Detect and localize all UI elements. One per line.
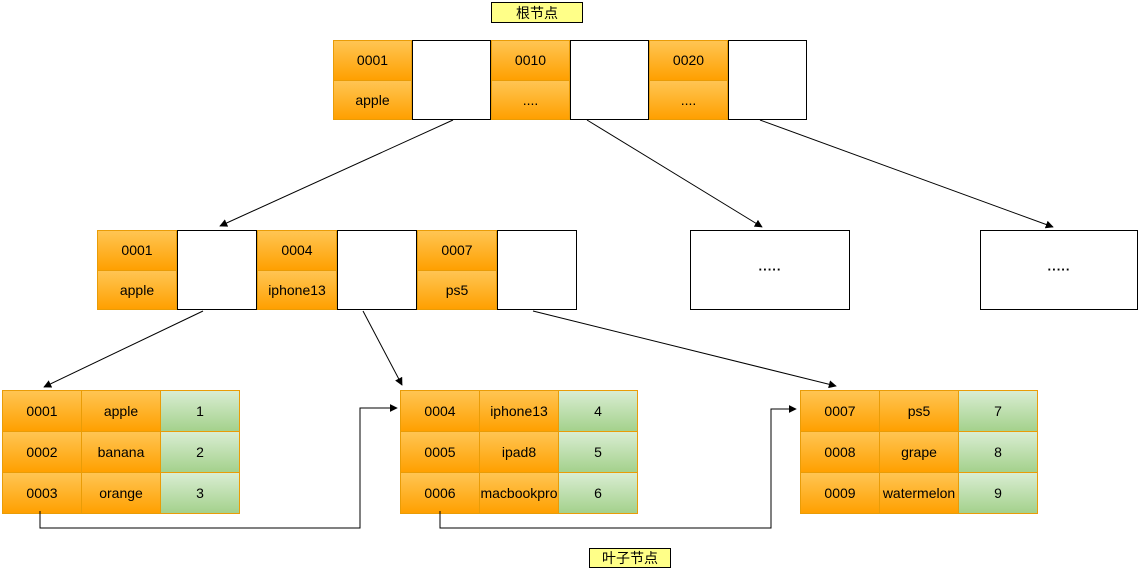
leaf-num-cell: 6 [559,473,637,513]
key-cell: 0001 [334,41,411,80]
root-entry: 0001 apple [333,40,412,120]
pointer-cell [412,40,491,120]
leaf-id-cell: 0005 [401,432,479,472]
leaf-num-cell: 2 [161,432,239,472]
leaf-id-cell: 0009 [801,473,879,513]
leaf-num-cell: 5 [559,432,637,472]
leaf-node-2: 0004 iphone13 4 0005 ipad8 5 0006 macboo… [400,390,638,514]
pointer-cell [497,230,577,310]
leaf-id-cell: 0006 [401,473,479,513]
arrow-root-to-internal [219,119,454,227]
leaf-id-cell: 0008 [801,432,879,472]
leaf-id-cell: 0003 [3,473,81,513]
value-cell: .... [492,80,569,119]
leaf-node-1: 0001 apple 1 0002 banana 2 0003 orange 3 [2,390,240,514]
leaf-name-cell: orange [82,473,160,513]
arrow-root-to-collapsed-1 [586,119,763,228]
value-cell: apple [334,80,411,119]
root-entry: 0020 .... [649,40,728,120]
arrow-internal-to-leaf-2 [362,310,403,386]
leaf-id-cell: 0004 [401,391,479,431]
leaf-num-cell: 8 [959,432,1037,472]
internal-node: 0001 apple 0004 iphone13 0007 ps5 [97,230,577,310]
leaf-name-cell: watermelon [880,473,958,513]
leaf-num-cell: 3 [161,473,239,513]
pointer-cell [728,40,807,120]
leaf-id-cell: 0002 [3,432,81,472]
leaf-name-cell: banana [82,432,160,472]
leaf-num-cell: 9 [959,473,1037,513]
key-cell: 0007 [418,231,496,270]
pointer-cell [570,40,649,120]
leaf-node-3: 0007 ps5 7 0008 grape 8 0009 watermelon … [800,390,1038,514]
internal-entry: 0007 ps5 [417,230,497,310]
leaf-name-cell: macbookpro [480,473,558,513]
arrow-root-to-collapsed-2 [759,119,1054,229]
leaf-num-cell: 7 [959,391,1037,431]
collapsed-node: ..... [980,230,1138,310]
leaf-name-cell: iphone13 [480,391,558,431]
leaf-name-cell: ipad8 [480,432,558,472]
value-cell: .... [650,80,727,119]
leaf-name-cell: grape [880,432,958,472]
leaf-id-cell: 0001 [3,391,81,431]
leaf-name-cell: apple [82,391,160,431]
arrow-internal-to-leaf-3 [532,310,837,389]
collapsed-node-text: ..... [758,258,782,273]
root-node: 0001 apple 0010 .... 0020 .... [333,40,807,120]
value-cell: apple [98,270,176,309]
leaf-num-cell: 4 [559,391,637,431]
leaf-id-cell: 0007 [801,391,879,431]
arrow-internal-to-leaf-1 [43,310,204,388]
root-node-label: 根节点 [491,2,583,23]
leaf-num-cell: 1 [161,391,239,431]
leaf-node-label: 叶子节点 [589,548,671,568]
value-cell: ps5 [418,270,496,309]
collapsed-node: ..... [690,230,850,310]
key-cell: 0020 [650,41,727,80]
internal-entry: 0001 apple [97,230,177,310]
pointer-cell [177,230,257,310]
internal-entry: 0004 iphone13 [257,230,337,310]
collapsed-node-text: ..... [1047,258,1071,273]
pointer-cell [337,230,417,310]
key-cell: 0010 [492,41,569,80]
leaf-name-cell: ps5 [880,391,958,431]
key-cell: 0001 [98,231,176,270]
value-cell: iphone13 [258,270,336,309]
root-entry: 0010 .... [491,40,570,120]
key-cell: 0004 [258,231,336,270]
